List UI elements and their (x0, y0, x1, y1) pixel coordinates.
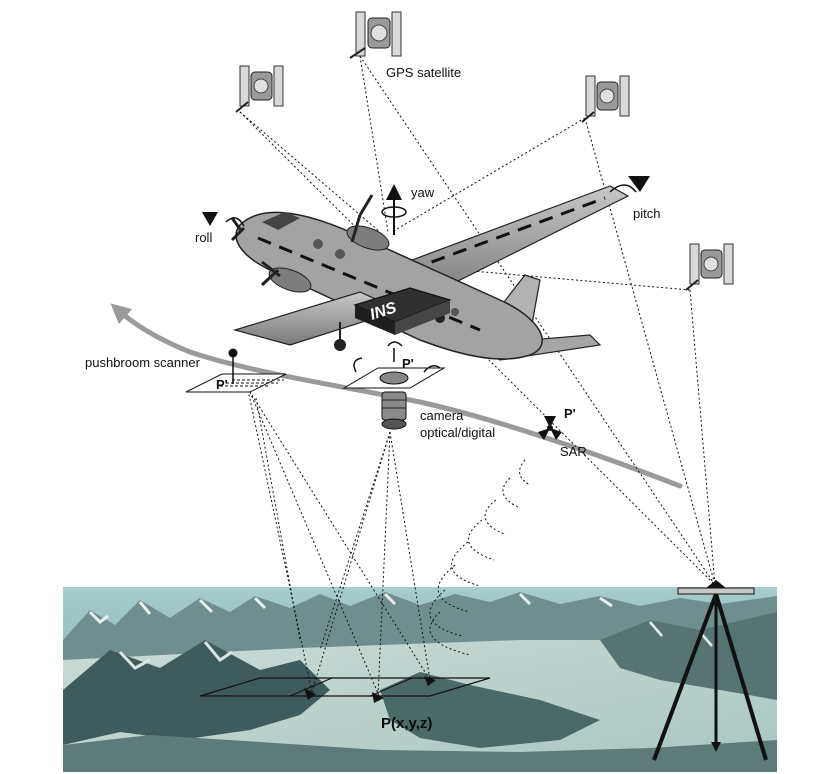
yaw-label: yaw (411, 185, 435, 200)
sar-label: SAR (560, 444, 587, 459)
pushbroom-scanner-label: pushbroom scanner (85, 355, 201, 370)
gps-tripod-icon (652, 580, 768, 761)
camera-icon (342, 341, 446, 430)
satellite-icon (581, 75, 630, 123)
camera-label: camera (420, 408, 464, 423)
satellite-icon (235, 65, 284, 113)
sar-waves (429, 459, 531, 656)
sar-radar-icon (538, 416, 562, 440)
roll-label: roll (195, 230, 212, 245)
roll-arrow-icon (202, 212, 245, 227)
pushbroom-scanner-icon (185, 348, 287, 393)
pitch-arrow-icon (609, 176, 650, 193)
sar-p-prime-label: P' (564, 406, 576, 421)
camera-type-label: optical/digital (420, 425, 495, 440)
camera-p-prime-label: P' (402, 356, 414, 371)
satellite-icon (685, 243, 734, 291)
airplane-icon: INS (230, 185, 630, 361)
ground-point-label: P(x,y,z) (381, 715, 432, 732)
yaw-arrow-icon (381, 184, 407, 235)
terrain-image (63, 587, 777, 772)
satellite-icon (349, 11, 402, 59)
gps-satellite-label: GPS satellite (386, 65, 461, 80)
pitch-label: pitch (633, 206, 660, 221)
ground-footprint (199, 676, 491, 703)
pushbroom-p-prime-label: P' (216, 377, 228, 392)
